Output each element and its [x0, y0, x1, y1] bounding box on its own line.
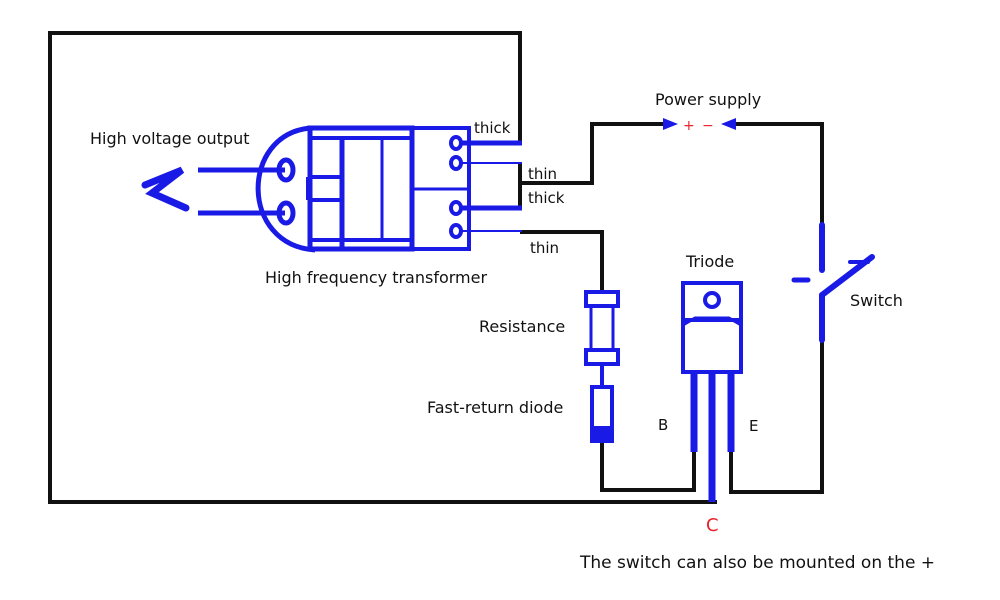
- wiring: [48, 31, 824, 504]
- label-thin-bottom: thin: [530, 239, 559, 257]
- terminal-thick-top: [449, 135, 463, 151]
- power-plus-arrow: [663, 118, 678, 130]
- triode-mounting-hole: [703, 291, 721, 309]
- power-minus-arrow: [721, 118, 736, 130]
- hv-output-arrow: [141, 166, 190, 212]
- label-switch: Switch: [850, 291, 903, 310]
- switch-component: [791, 222, 875, 343]
- label-pin-c: C: [706, 515, 719, 536]
- label-switch-note: The switch can also be mounted on the +: [579, 553, 935, 573]
- label-pin-e: E: [749, 417, 758, 435]
- terminal-thin-top: [449, 155, 463, 171]
- label-thick-top: thick: [474, 119, 511, 137]
- label-triode: Triode: [685, 252, 734, 271]
- transformer-hv-head: [255, 125, 316, 253]
- label-transformer: High frequency transformer: [265, 268, 487, 287]
- label-diode: Fast-return diode: [427, 398, 563, 417]
- transformer: [198, 125, 522, 253]
- wire-emitter-to-switch: [729, 338, 824, 494]
- triode-tab: [681, 281, 743, 322]
- label-pin-b: B: [658, 416, 668, 434]
- label-thin-top: thin: [528, 165, 557, 183]
- wire-to-resistance: [520, 230, 604, 294]
- labels: High voltage output High frequency trans…: [90, 90, 935, 573]
- triode-component: [681, 281, 743, 502]
- wire-power-plus: [518, 122, 667, 185]
- label-resistance: Resistance: [479, 317, 565, 336]
- terminal-thin-bottom: [449, 223, 463, 239]
- diode-component: [590, 385, 614, 443]
- transformer-core: [307, 125, 415, 252]
- label-high-voltage-output: High voltage output: [90, 129, 250, 148]
- terminal-thick-bottom: [449, 200, 463, 216]
- wire-switch-to-minus: [733, 122, 824, 227]
- wire-outer-loop: [48, 31, 717, 504]
- wire-diode-to-base: [600, 440, 696, 492]
- triode-body: [681, 318, 743, 374]
- power-supply-terminals: [663, 118, 736, 130]
- label-power-supply: Power supply: [655, 90, 761, 109]
- label-power-plus: +: [683, 118, 695, 134]
- label-thick-bottom: thick: [528, 189, 565, 207]
- resistance-component: [584, 290, 620, 387]
- label-power-minus: −: [702, 118, 714, 134]
- hv-terminal-top: [276, 157, 296, 183]
- hv-terminal-bottom: [276, 200, 296, 226]
